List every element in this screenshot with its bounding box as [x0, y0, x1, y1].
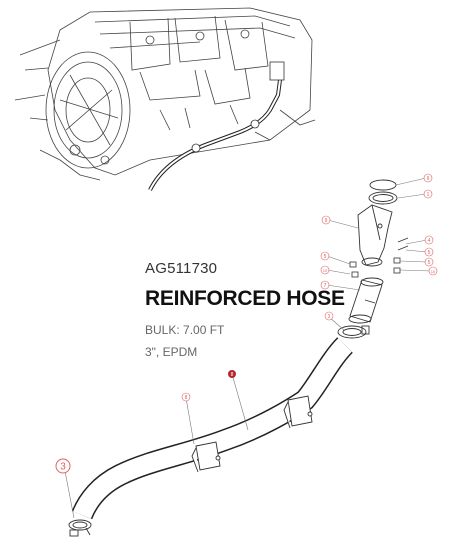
part-name: REINFORCED HOSE — [145, 287, 345, 310]
callout-bolt-left[interactable]: 5 — [320, 251, 330, 261]
right-hardware — [393, 237, 409, 274]
callout-bolt-right-b-label: 5 — [428, 250, 431, 256]
callout-clamp-lower-label: 3 — [60, 462, 66, 473]
hose-bracket-right — [283, 395, 313, 429]
callout-clamp-upper[interactable]: 3 — [324, 311, 334, 321]
callout-clamp-lower[interactable]: 3 — [55, 458, 71, 474]
hose-bracket-left — [191, 441, 221, 473]
callout-bolt-right-a[interactable]: 4 — [424, 235, 434, 245]
callout-nut-left[interactable]: 10 — [320, 265, 330, 275]
lower-hose-clamp — [68, 519, 92, 537]
part-bulk-length: BULK: 7.00 FT — [145, 323, 225, 337]
callout-top-ring-a[interactable]: 6 — [423, 173, 433, 183]
upper-clamp-rings — [368, 179, 398, 205]
callout-top-ring-b-label: 1 — [427, 192, 430, 198]
callout-bolt-right-a-label: 4 — [428, 238, 431, 244]
callout-hose-secondary-label: 8 — [185, 395, 188, 401]
callout-hose-selected-label: 8 — [231, 372, 234, 378]
callout-top-ring-b[interactable]: 1 — [423, 189, 433, 199]
callout-bolt-right-b[interactable]: 5 — [424, 247, 434, 257]
callout-washer-right-label: 5 — [428, 260, 431, 266]
upper-hose-clamp — [337, 325, 370, 339]
callout-clamp-upper-label: 3 — [328, 314, 331, 320]
elbow-bracket — [357, 204, 393, 267]
callout-tube-upper[interactable]: 7 — [320, 280, 330, 290]
part-spec: 3", EPDM — [145, 345, 198, 359]
callout-hose-selected[interactable]: 8 — [228, 370, 236, 378]
callout-washer-right[interactable]: 5 — [424, 257, 434, 267]
engine-housing-illustration — [14, 7, 316, 181]
engine-hose-route — [148, 61, 285, 191]
part-number: AG511730 — [145, 260, 218, 277]
upper-tube — [348, 277, 384, 324]
callout-nut-left-label: 10 — [323, 268, 328, 273]
callout-nut-right[interactable]: 10 — [428, 266, 438, 276]
callout-nut-right-label: 10 — [431, 269, 436, 274]
callout-top-ring-a-label: 6 — [427, 176, 430, 182]
callout-elbow-bracket[interactable]: 9 — [321, 215, 331, 225]
left-hardware — [349, 261, 359, 278]
callout-hose-secondary[interactable]: 8 — [181, 392, 191, 402]
callout-tube-upper-label: 7 — [324, 283, 327, 289]
callout-elbow-bracket-label: 9 — [325, 218, 328, 224]
reinforced-hose — [71, 337, 354, 520]
callout-bolt-left-label: 5 — [324, 254, 327, 260]
